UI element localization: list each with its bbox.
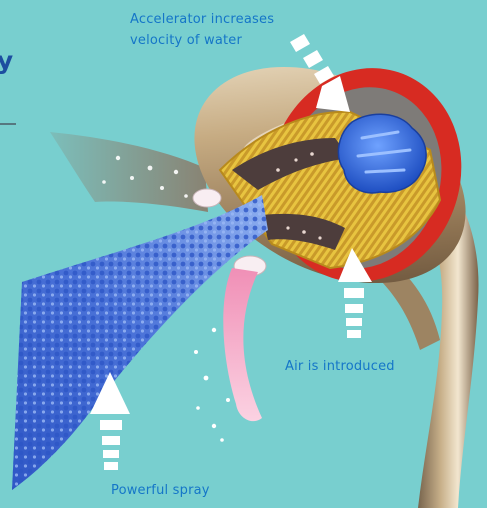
spray-caption: Powerful spray [111, 480, 210, 501]
accelerator-caption-line2: velocity of water [130, 30, 330, 51]
upper-nozzle [193, 189, 221, 207]
accelerator-caption-line1: Accelerator increases [130, 9, 330, 30]
accelerator-caption: Accelerator increases velocity of water [130, 9, 330, 51]
side-water-sheet [50, 132, 208, 212]
air-stream [223, 268, 262, 421]
air-caption: Air is introduced [285, 356, 395, 377]
